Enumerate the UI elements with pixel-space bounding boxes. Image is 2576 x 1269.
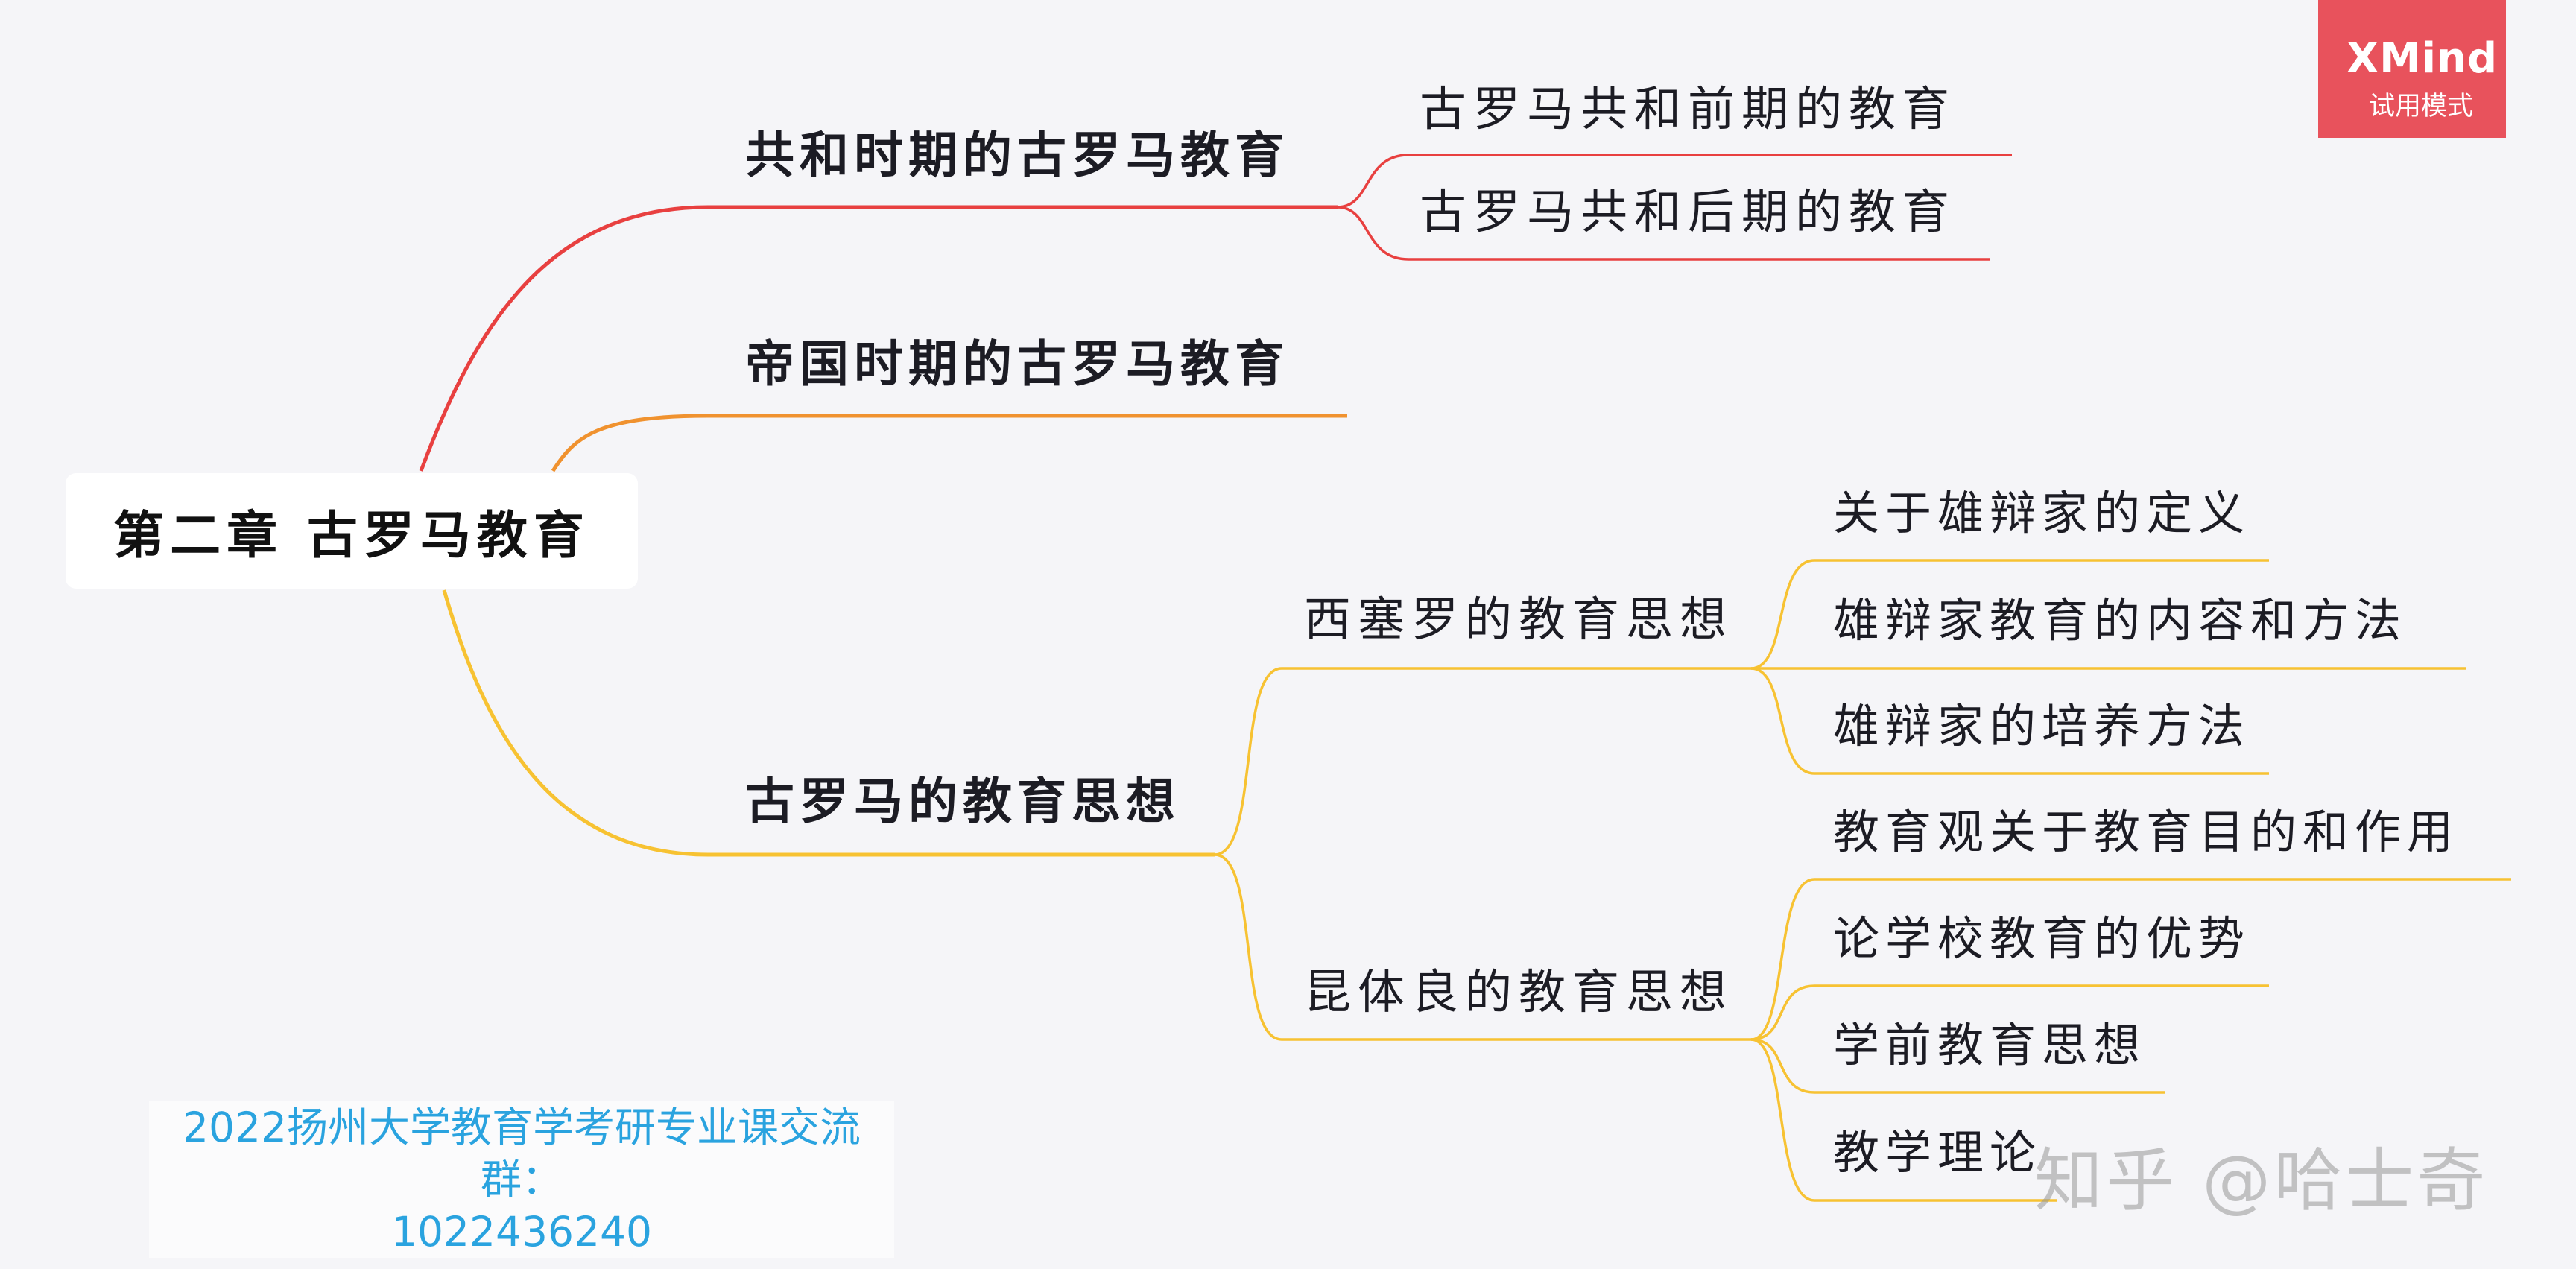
topic-education-thought[interactable]: 古罗马的教育思想 <box>745 772 1180 830</box>
trial-mode-label: 试用模式 <box>2369 92 2474 121</box>
topic-teaching-theory[interactable]: 教学理论 <box>1833 1125 2042 1180</box>
connector-quintilian-1 <box>1750 878 2511 1041</box>
topic-orator-training[interactable]: 雄辩家的培养方法 <box>1833 699 2251 753</box>
root-topic-label: 第二章 古罗马教育 <box>113 506 590 566</box>
connector-republic-early <box>1337 154 2012 209</box>
topic-late-republic[interactable]: 古罗马共和后期的教育 <box>1420 185 1956 239</box>
topic-school-advantages[interactable]: 论学校教育的优势 <box>1833 911 2251 966</box>
root-topic[interactable]: 第二章 古罗马教育 <box>66 473 638 589</box>
connector-branch-empire <box>551 414 1347 472</box>
connector-quintilian-3 <box>1750 1038 2165 1094</box>
zhihu-watermark: 知乎 @哈士奇 <box>2034 1141 2489 1221</box>
topic-empire-education[interactable]: 帝国时期的古罗马教育 <box>745 335 1289 393</box>
xmind-trial-badge[interactable]: XMind 试用模式 <box>2318 0 2506 138</box>
study-group-note: 2022扬州大学教育学考研专业课交流群： 1022436240 <box>149 1101 894 1258</box>
topic-cicero-thought[interactable]: 西塞罗的教育思想 <box>1304 592 1733 647</box>
study-group-title: 2022扬州大学教育学考研专业课交流群： <box>183 1104 861 1203</box>
topic-preschool-education[interactable]: 学前教育思想 <box>1833 1018 2147 1072</box>
connector-quintilian-2 <box>1750 984 2269 1041</box>
topic-education-purpose[interactable]: 教育观关于教育目的和作用 <box>1833 805 2460 859</box>
topic-orator-content-methods[interactable]: 雄辩家教育的内容和方法 <box>1833 593 2408 648</box>
topic-quintilian-thought[interactable]: 昆体良的教育思想 <box>1304 965 1733 1019</box>
topic-republic-education[interactable]: 共和时期的古罗马教育 <box>745 126 1289 184</box>
connector-republic-late <box>1337 206 1990 261</box>
topic-early-republic[interactable]: 古罗马共和前期的教育 <box>1420 82 1956 136</box>
study-group-number: 1022436240 <box>391 1208 652 1256</box>
connector-branch-thought <box>442 589 1215 857</box>
connector-cicero-1 <box>1750 559 2269 670</box>
connector-cicero-3 <box>1750 667 2269 775</box>
xmind-logo: XMind <box>2346 34 2499 83</box>
connector-branch-republic <box>419 205 1338 472</box>
connector-thought-cicero <box>1214 667 1751 856</box>
connector-thought-quintilian <box>1214 853 1751 1041</box>
connector-quintilian-4 <box>1750 1038 2057 1202</box>
topic-orator-definition[interactable]: 关于雄辩家的定义 <box>1833 486 2251 540</box>
